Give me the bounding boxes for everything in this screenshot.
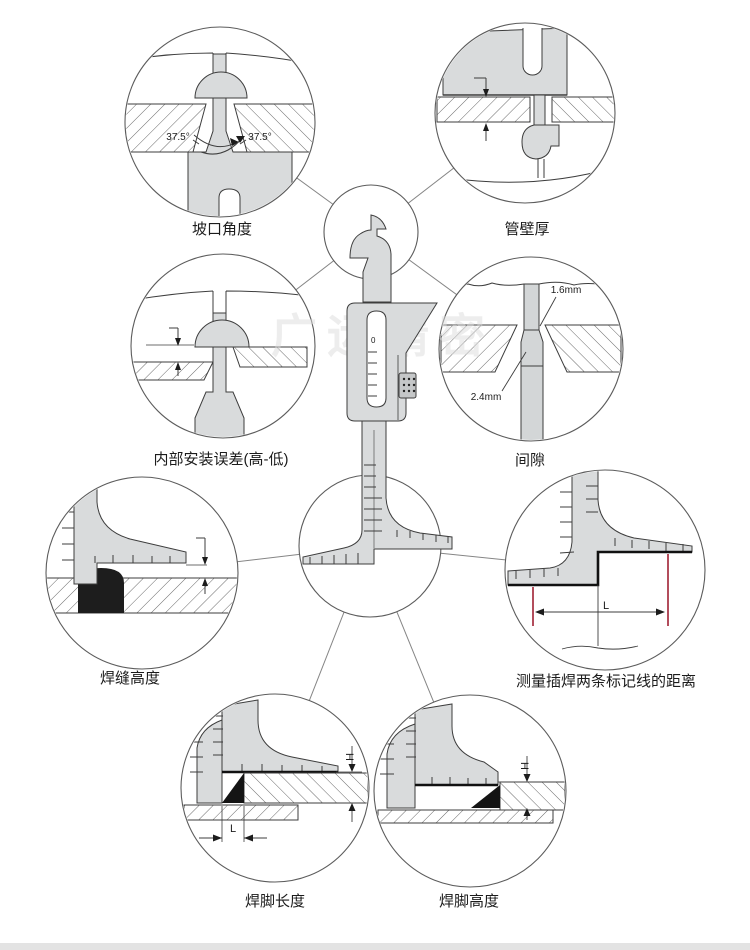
caption-groove-angle: 坡口角度 (192, 221, 252, 238)
caption-plug-distance: 测量插焊两条标记线的距离 (516, 673, 696, 690)
caption-leg-length: 焊脚长度 (245, 893, 305, 910)
diagram-groove-angle (126, 52, 314, 216)
groove-angle-left-value: 37.5° (166, 132, 189, 143)
tool-slider-body (346, 302, 438, 422)
leg-length-dim-l-label: L (230, 823, 236, 835)
plug-distance-dim-label: L (603, 600, 609, 612)
tool-stem-and-base (302, 420, 453, 565)
leg-height-dim-h-label: H (518, 762, 530, 770)
welding-gauge-tool (302, 214, 453, 565)
gap-top-value: 1.6mm (551, 285, 582, 296)
tool-scale-window (366, 310, 387, 408)
diagram-plug-distance (507, 471, 693, 650)
caption-gap: 间隙 (515, 452, 545, 469)
diagram-misalignment (132, 290, 309, 437)
circle-plug-distance (504, 469, 706, 671)
gap-bottom-value: 2.4mm (471, 392, 502, 403)
caption-weld-height: 焊缝高度 (100, 670, 160, 687)
captions: 坡口角度 管壁厚 内部安装误差(高-低) 间隙 焊缝高度 测量插焊两条标记线的距… (100, 221, 696, 910)
caption-pipe-wall: 管壁厚 (504, 221, 549, 238)
groove-angle-right-value: 37.5° (248, 132, 271, 143)
diagram-leg-length (183, 699, 368, 842)
tool-head-hook (349, 214, 392, 303)
diagram-weld-height (47, 486, 237, 614)
leg-length-dim-h-label: H (343, 753, 355, 761)
caption-misalignment: 内部安装误差(高-低) (154, 451, 289, 468)
tool-scale-zero: 0 (371, 336, 376, 345)
tool-lock-screw (398, 372, 417, 399)
diagram-gap (440, 281, 622, 440)
diagram-pipe-wall (436, 27, 614, 183)
bottom-edge-strip (0, 943, 750, 950)
caption-leg-height: 焊脚高度 (439, 893, 499, 910)
diagram-leg-height (377, 703, 565, 824)
